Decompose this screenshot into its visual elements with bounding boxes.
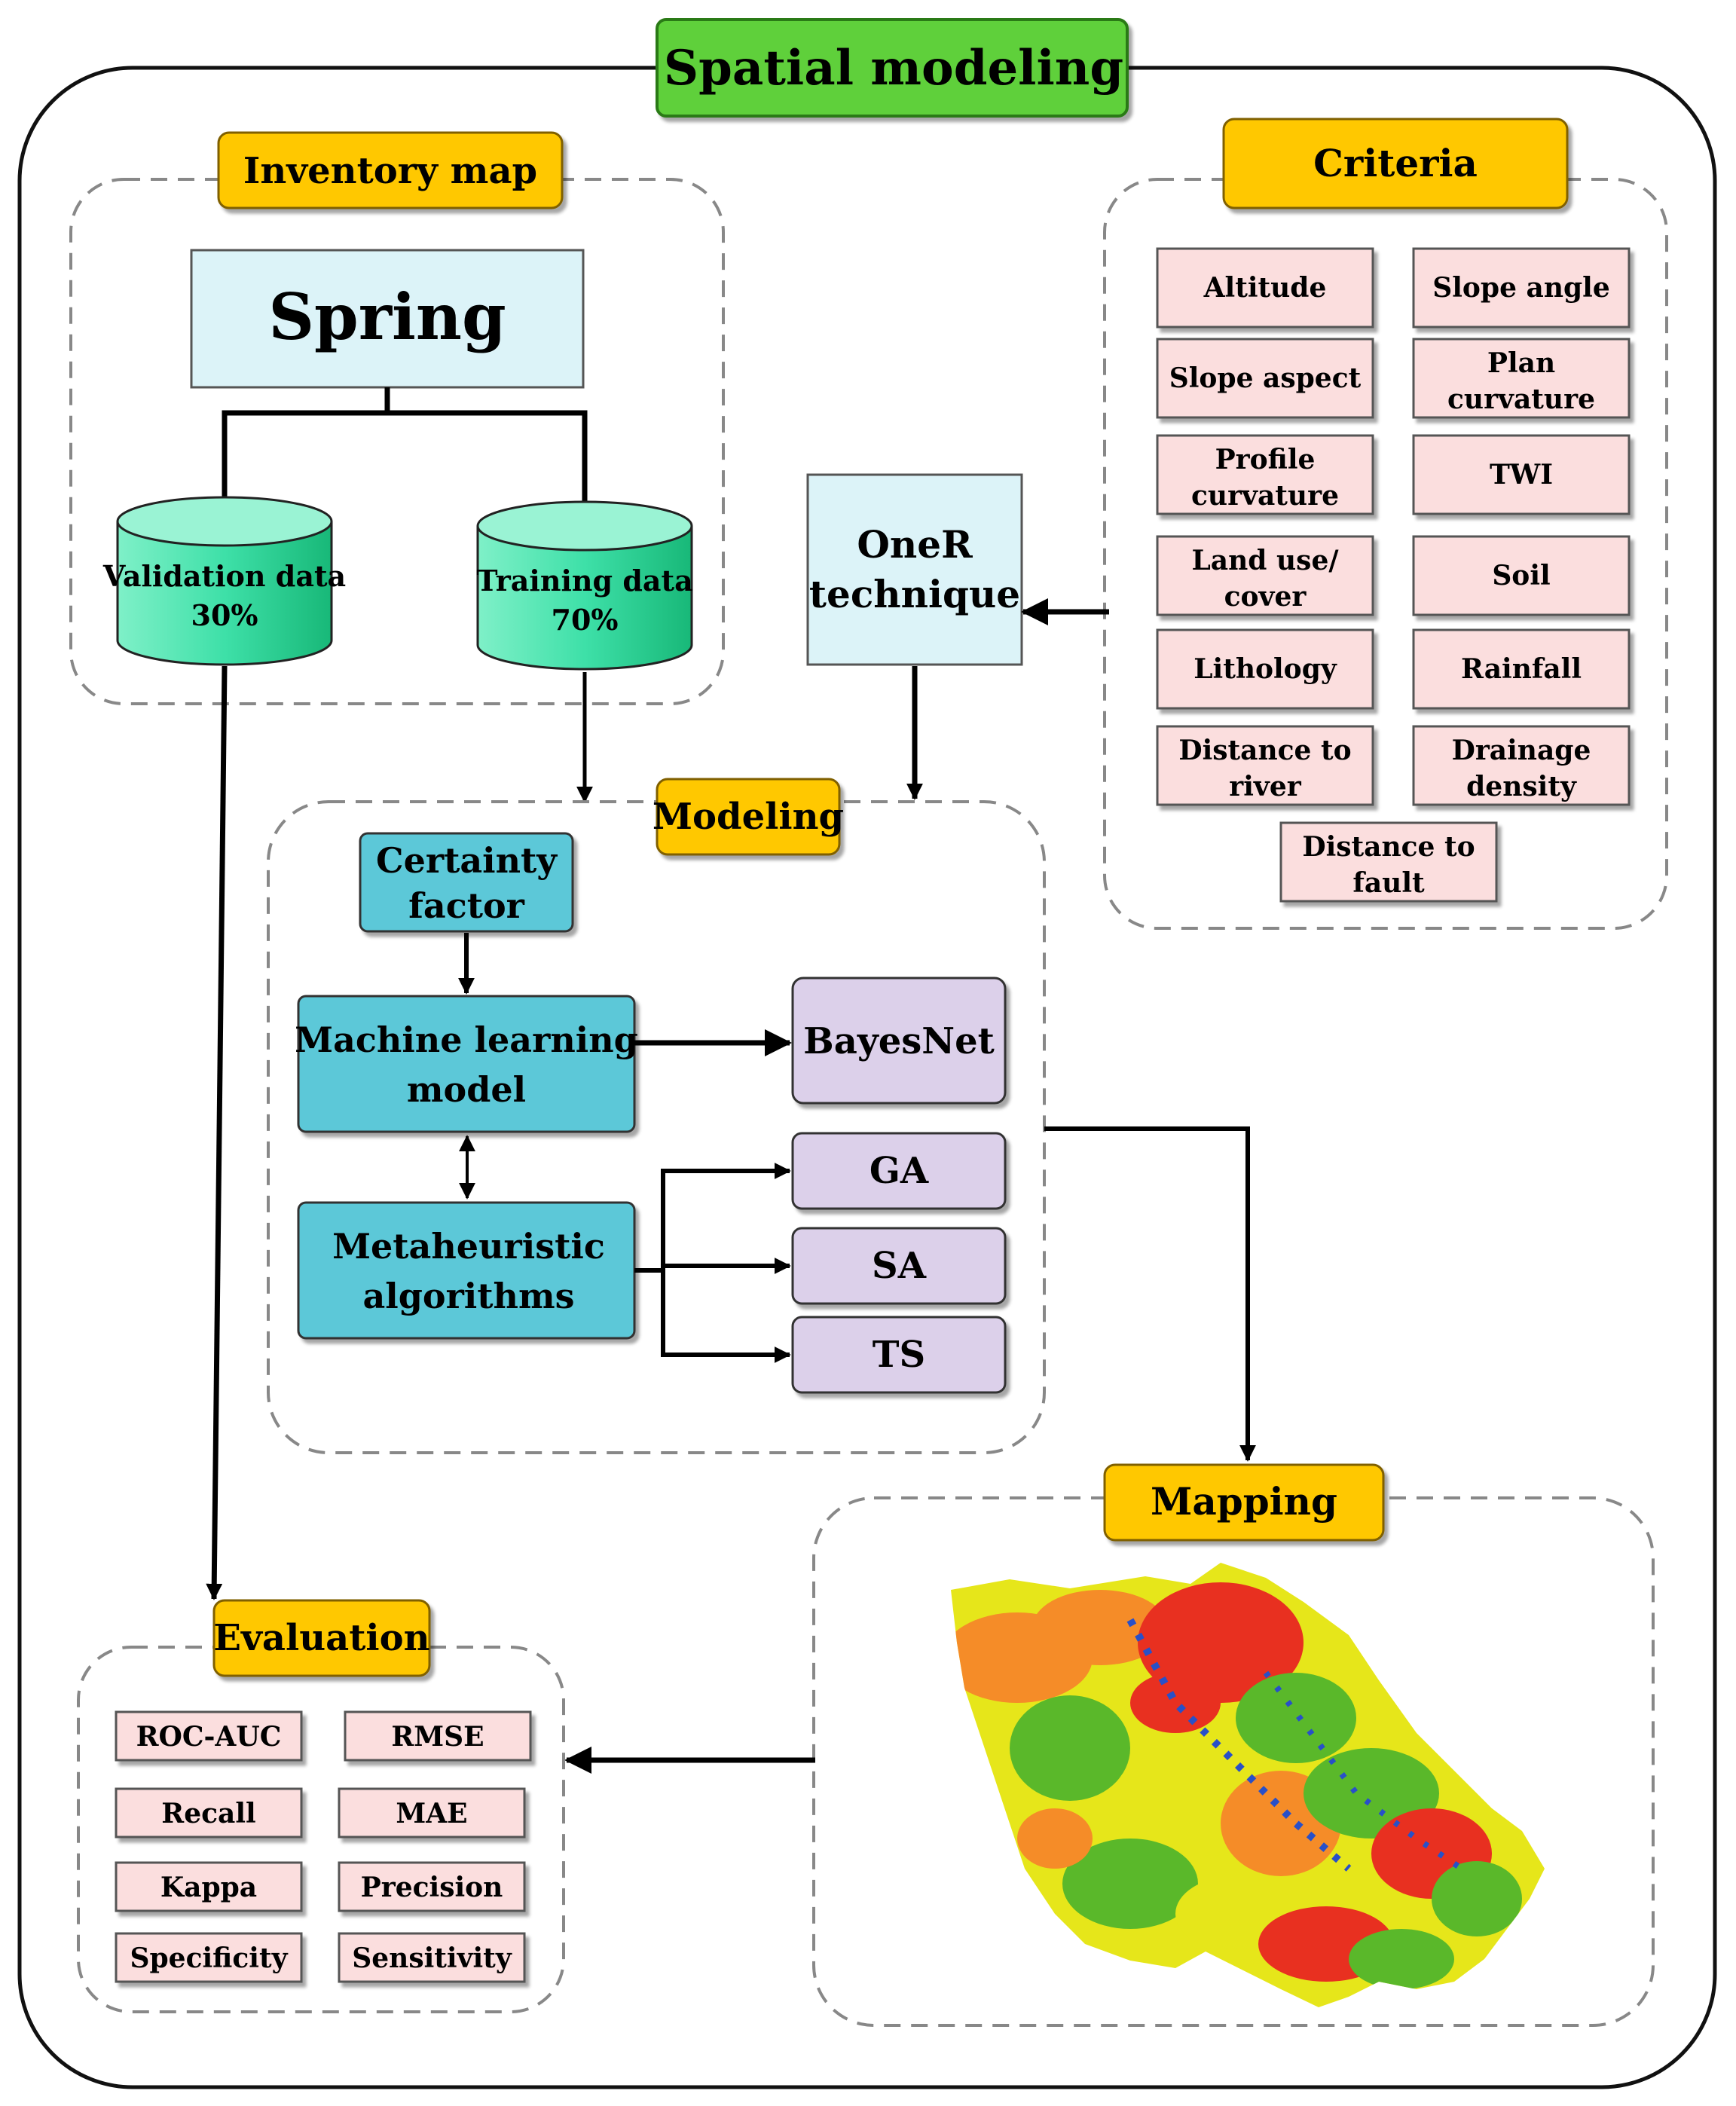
criteria-item: Slope aspect — [1156, 338, 1374, 419]
criteria-item-label: Plan — [1487, 347, 1555, 379]
evaluation-metric: Specificity — [115, 1932, 303, 1983]
svg-text:SA: SA — [872, 1245, 927, 1287]
criteria-item-label: density — [1466, 771, 1577, 802]
criteria-item-label: Slope aspect — [1169, 362, 1362, 394]
evaluation-metric-label: Recall — [161, 1798, 255, 1829]
svg-text:Validation data: Validation data — [102, 559, 346, 593]
criteria-label: Criteria — [1222, 118, 1569, 209]
evaluation-metric: RMSE — [344, 1710, 532, 1762]
sa-box: SA — [791, 1227, 1007, 1305]
evaluation-label: Evaluation — [212, 1599, 431, 1677]
evaluation-metric-label: Precision — [361, 1872, 503, 1903]
spring-box: Spring — [190, 249, 585, 389]
evaluation-metric-label: Kappa — [160, 1872, 257, 1903]
arrow-validation-to-evaluation — [206, 665, 228, 1600]
svg-text:30%: 30% — [191, 598, 258, 632]
criteria-item-label: river — [1229, 771, 1301, 802]
modeling-label: Modeling — [653, 778, 844, 856]
criteria-item-label: fault — [1352, 867, 1425, 899]
criteria-item: Lithology — [1156, 628, 1374, 710]
machine-learning-box: Machine learning model — [295, 995, 638, 1133]
evaluation-metric-label: Specificity — [130, 1942, 289, 1974]
svg-text:Metaheuristic: Metaheuristic — [332, 1226, 605, 1267]
svg-text:TS: TS — [873, 1334, 925, 1376]
criteria-item: Distance to river — [1156, 725, 1374, 806]
svg-text:technique: technique — [809, 572, 1020, 616]
evaluation-metric-label: Sensitivity — [352, 1942, 512, 1974]
criteria-item-label: cover — [1224, 581, 1307, 613]
criteria-item: Drainage density — [1412, 725, 1631, 806]
svg-text:Spring: Spring — [268, 280, 506, 354]
bayesnet-box: BayesNet — [791, 977, 1007, 1105]
criteria-item-label: Altitude — [1203, 272, 1327, 304]
criteria-item-label: curvature — [1191, 480, 1339, 512]
criteria-item: Plan curvature — [1412, 338, 1631, 419]
evaluation-metric: Sensitivity — [338, 1932, 526, 1983]
svg-text:Modeling: Modeling — [653, 796, 844, 838]
criteria-item-label: Slope angle — [1432, 272, 1610, 304]
evaluation-metric: Precision — [338, 1861, 526, 1912]
ga-box: GA — [791, 1132, 1007, 1210]
criteria-item-label: Drainage — [1452, 735, 1591, 766]
arrow-meta-to-ts — [661, 1266, 791, 1363]
criteria-item: Land use/cover — [1156, 535, 1374, 616]
evaluation-metric-label: RMSE — [391, 1721, 484, 1753]
criteria-item: Profile curvature — [1156, 434, 1374, 515]
criteria-item-label: TWI — [1490, 459, 1553, 491]
criteria-item: Distance to fault — [1279, 821, 1498, 903]
evaluation-metric: Recall — [115, 1787, 303, 1839]
evaluation-metric-label: MAE — [396, 1798, 467, 1829]
evaluation-metric: Kappa — [115, 1861, 303, 1912]
evaluation-metric: MAE — [338, 1787, 526, 1839]
svg-text:GA: GA — [870, 1150, 929, 1192]
criteria-item: Slope angle — [1412, 247, 1631, 329]
criteria-item-label: Profile — [1215, 444, 1316, 475]
ts-box: TS — [791, 1316, 1007, 1394]
criteria-item-label: Soil — [1492, 560, 1550, 591]
criteria-item-label: curvature — [1447, 384, 1595, 415]
evaluation-metric-label: ROC-AUC — [136, 1721, 282, 1753]
validation-cylinder: Validation data 30% — [102, 496, 346, 666]
svg-text:Criteria: Criteria — [1313, 141, 1478, 185]
certainty-factor-box: Certainty factor — [359, 832, 574, 933]
criteria-item-label: Distance to — [1178, 735, 1351, 766]
svg-text:OneR: OneR — [857, 522, 973, 567]
svg-text:Training data: Training data — [476, 564, 692, 598]
svg-text:model: model — [407, 1069, 526, 1110]
title-box: Spatial modeling — [656, 18, 1129, 118]
arrow-modeling-to-mapping — [1044, 1126, 1256, 1462]
arrow-spring-to-training — [387, 410, 593, 532]
inventory-label: Inventory map — [217, 131, 564, 209]
criteria-item-label: Lithology — [1194, 653, 1337, 685]
arrow-meta-to-ga — [634, 1163, 791, 1273]
evaluation-boxes: ROC-AUC RMSE Recall MAE Kappa PrecisionSpecif… — [115, 1710, 532, 1983]
criteria-item: TWI — [1412, 434, 1631, 515]
susceptibility-map-image — [951, 1563, 1545, 2007]
oner-box: OneR technique — [806, 473, 1023, 666]
svg-text:Machine learning: Machine learning — [295, 1019, 638, 1060]
criteria-item: Rainfall — [1412, 628, 1631, 710]
criteria-item-label: Distance to — [1302, 831, 1475, 863]
svg-text:70%: 70% — [552, 603, 619, 637]
criteria-item: Altitude — [1156, 247, 1374, 329]
criteria-item-label: Land use/ — [1191, 545, 1339, 576]
svg-text:factor: factor — [408, 885, 525, 926]
metaheuristic-box: Metaheuristic algorithms — [297, 1201, 636, 1340]
evaluation-metric: ROC-AUC — [115, 1710, 303, 1762]
svg-text:Evaluation: Evaluation — [213, 1617, 429, 1659]
training-cylinder: Training data 70% — [476, 500, 693, 671]
criteria-item-label: Rainfall — [1461, 653, 1582, 685]
svg-text:Mapping: Mapping — [1151, 1479, 1337, 1524]
mapping-label: Mapping — [1103, 1463, 1385, 1542]
criteria-item: Soil — [1412, 535, 1631, 616]
svg-text:algorithms: algorithms — [362, 1276, 574, 1316]
title-text: Spatial modeling — [664, 40, 1123, 96]
svg-text:Inventory map: Inventory map — [243, 150, 537, 192]
arrow-spring-to-validation — [216, 387, 390, 527]
svg-text:Certainty: Certainty — [376, 840, 558, 881]
svg-text:BayesNet: BayesNet — [803, 1020, 995, 1062]
